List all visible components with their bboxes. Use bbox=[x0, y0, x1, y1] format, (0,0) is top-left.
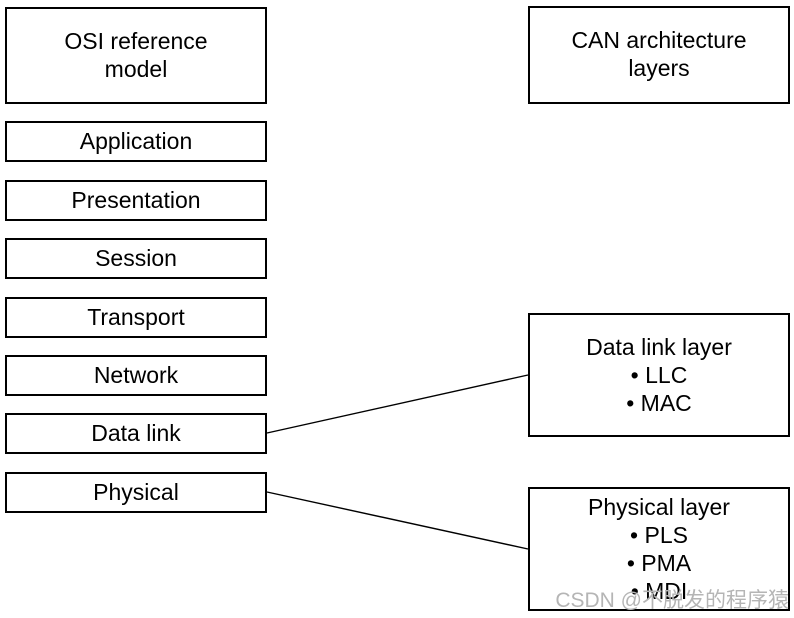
can-header-label: CAN architecture layers bbox=[571, 27, 747, 81]
can-datalink-title: Data link layer bbox=[586, 334, 732, 360]
osi-layer-label: Transport bbox=[87, 303, 185, 330]
osi-layer-label: Application bbox=[79, 127, 193, 154]
can-physical-bullet-pma: • PMA bbox=[626, 550, 692, 576]
can-physical-title: Physical layer bbox=[588, 494, 730, 520]
osi-layer-label: Presentation bbox=[71, 186, 201, 213]
osi-layer-label: Network bbox=[93, 361, 179, 388]
can-datalink-bullet-llc: • LLC bbox=[630, 362, 688, 388]
can-datalink-box: Data link layer • LLC • MAC bbox=[528, 313, 790, 437]
osi-layer-label: Physical bbox=[93, 478, 179, 505]
osi-layer-label: Data link bbox=[91, 419, 181, 446]
connector-datalink-line bbox=[266, 374, 529, 434]
osi-layer-transport: Transport bbox=[5, 297, 267, 338]
osi-layer-presentation: Presentation bbox=[5, 180, 267, 221]
csdn-watermark: CSDN @不脱发的程序猿 bbox=[555, 589, 789, 612]
osi-header-box: OSI reference model bbox=[5, 7, 267, 104]
osi-layer-datalink: Data link bbox=[5, 413, 267, 454]
can-header-box: CAN architecture layers bbox=[528, 6, 790, 104]
osi-header-label: OSI reference model bbox=[64, 27, 208, 82]
can-datalink-bullet-mac: • MAC bbox=[626, 390, 692, 416]
osi-layer-network: Network bbox=[5, 355, 267, 396]
can-physical-bullet-mdi: • MDI bbox=[630, 578, 688, 604]
osi-layer-label: Session bbox=[95, 244, 177, 271]
can-physical-bullet-pls: • PLS bbox=[630, 522, 688, 548]
can-physical-box: Physical layer • PLS • PMA • MDI bbox=[528, 487, 790, 611]
osi-layer-application: Application bbox=[5, 121, 267, 162]
osi-layer-physical: Physical bbox=[5, 472, 267, 513]
connector-physical-line bbox=[266, 491, 529, 550]
osi-layer-session: Session bbox=[5, 238, 267, 279]
